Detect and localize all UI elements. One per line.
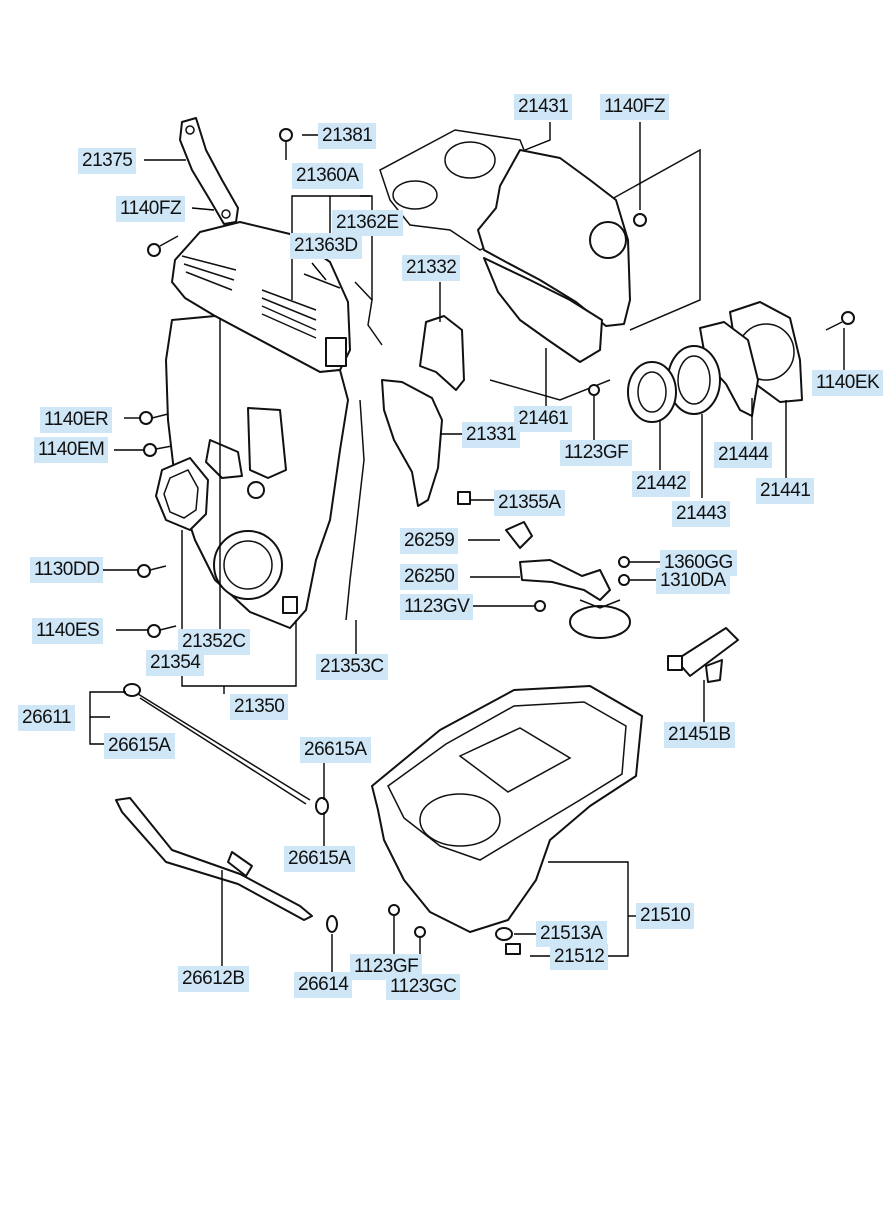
label-21444: 21444: [714, 442, 773, 468]
label-1123GC: 1123GC: [386, 974, 461, 1000]
label-21355A: 21355A: [494, 490, 565, 516]
bolt-1130DD: [137, 564, 167, 578]
upper-timing-cover-21360A: [171, 221, 351, 373]
label-26612B: 26612B: [178, 966, 249, 992]
label-26615A-b: 26615A: [300, 737, 371, 763]
label-1123GV: 1123GV: [400, 594, 474, 620]
lower-timing-cover-21350: [165, 315, 349, 629]
label-21332: 21332: [402, 255, 461, 281]
label-26611: 26611: [18, 705, 75, 731]
label-26615A-a: 26615A: [104, 733, 175, 759]
cover-21331: [381, 379, 471, 507]
bolt-1140FZ-left: [147, 235, 179, 257]
label-1130DD: 1130DD: [30, 557, 104, 583]
label-26615A-c: 26615A: [284, 846, 355, 872]
label-21362E: 21362E: [332, 210, 403, 236]
label-1140EM: 1140EM: [34, 437, 109, 463]
label-21512: 21512: [550, 944, 609, 970]
bolt-21381: [279, 128, 293, 160]
label-21381: 21381: [318, 123, 377, 149]
nut-1310DA: [618, 574, 630, 586]
nut-1360GG: [618, 556, 630, 568]
bolt-1140ES: [147, 624, 177, 638]
label-21443: 21443: [672, 501, 731, 527]
o-ring-26614: [326, 915, 338, 933]
label-21441: 21441: [756, 478, 815, 504]
bolt-1123GF-top: [588, 384, 600, 396]
bolt-1140EK: [825, 311, 855, 331]
label-26259: 26259: [400, 528, 459, 554]
label-21451B: 21451B: [664, 722, 735, 748]
label-21513A: 21513A: [536, 921, 607, 947]
label-1140ES: 1140ES: [32, 618, 104, 644]
leader-lines: [89, 122, 845, 974]
oil-seal-21443: [667, 345, 721, 415]
cover-gasket-21354: [155, 457, 209, 531]
cover-21332: [419, 315, 465, 391]
label-21331: 21331: [462, 422, 521, 448]
label-21354: 21354: [146, 650, 205, 676]
oil-level-gauge-26611: [123, 683, 311, 805]
label-21375: 21375: [78, 148, 137, 174]
cover-21461: [483, 257, 603, 363]
gasket-21363D: [303, 273, 341, 289]
label-21431: 21431: [514, 94, 573, 120]
label-1140ER: 1140ER: [40, 407, 113, 433]
gauge-guide-26612B: [115, 797, 313, 921]
bolt-1140EM: [143, 443, 173, 457]
bolt-1123GC: [414, 926, 426, 938]
label-1310DA: 1310DA: [656, 568, 730, 594]
bolt-1140FZ-right: [633, 213, 647, 227]
label-21461: 21461: [514, 406, 573, 432]
bolt-1123GF-bottom: [388, 904, 400, 916]
sealant-tube-21451B: [667, 627, 739, 683]
label-26250: 26250: [400, 564, 459, 590]
bolt-1140ER: [139, 411, 169, 425]
label-21353C: 21353C: [316, 654, 388, 680]
drain-plug-21512: [505, 943, 521, 955]
label-26614: 26614: [294, 972, 353, 998]
label-1140EK: 1140EK: [812, 370, 884, 396]
gasket-21362E: [354, 281, 383, 346]
bolt-1123GV: [534, 600, 546, 612]
o-ring-26615A: [315, 797, 329, 815]
label-21510: 21510: [636, 903, 695, 929]
label-1140FZ-right: 1140FZ: [600, 94, 670, 120]
oil-strainer-26250: [505, 521, 631, 639]
oil-pan-21510: [371, 685, 643, 933]
label-1140FZ-left: 1140FZ: [116, 196, 186, 222]
seal-strip-21353C: [345, 399, 365, 621]
label-21350: 21350: [230, 694, 289, 720]
engine-bracket-21375: [179, 117, 239, 225]
gasket-21513A: [495, 927, 513, 941]
label-21360A: 21360A: [292, 163, 363, 189]
oil-seal-21442: [627, 361, 677, 423]
label-21442: 21442: [632, 471, 691, 497]
label-21363D: 21363D: [290, 233, 362, 259]
label-1123GF-top: 1123GF: [560, 440, 633, 466]
